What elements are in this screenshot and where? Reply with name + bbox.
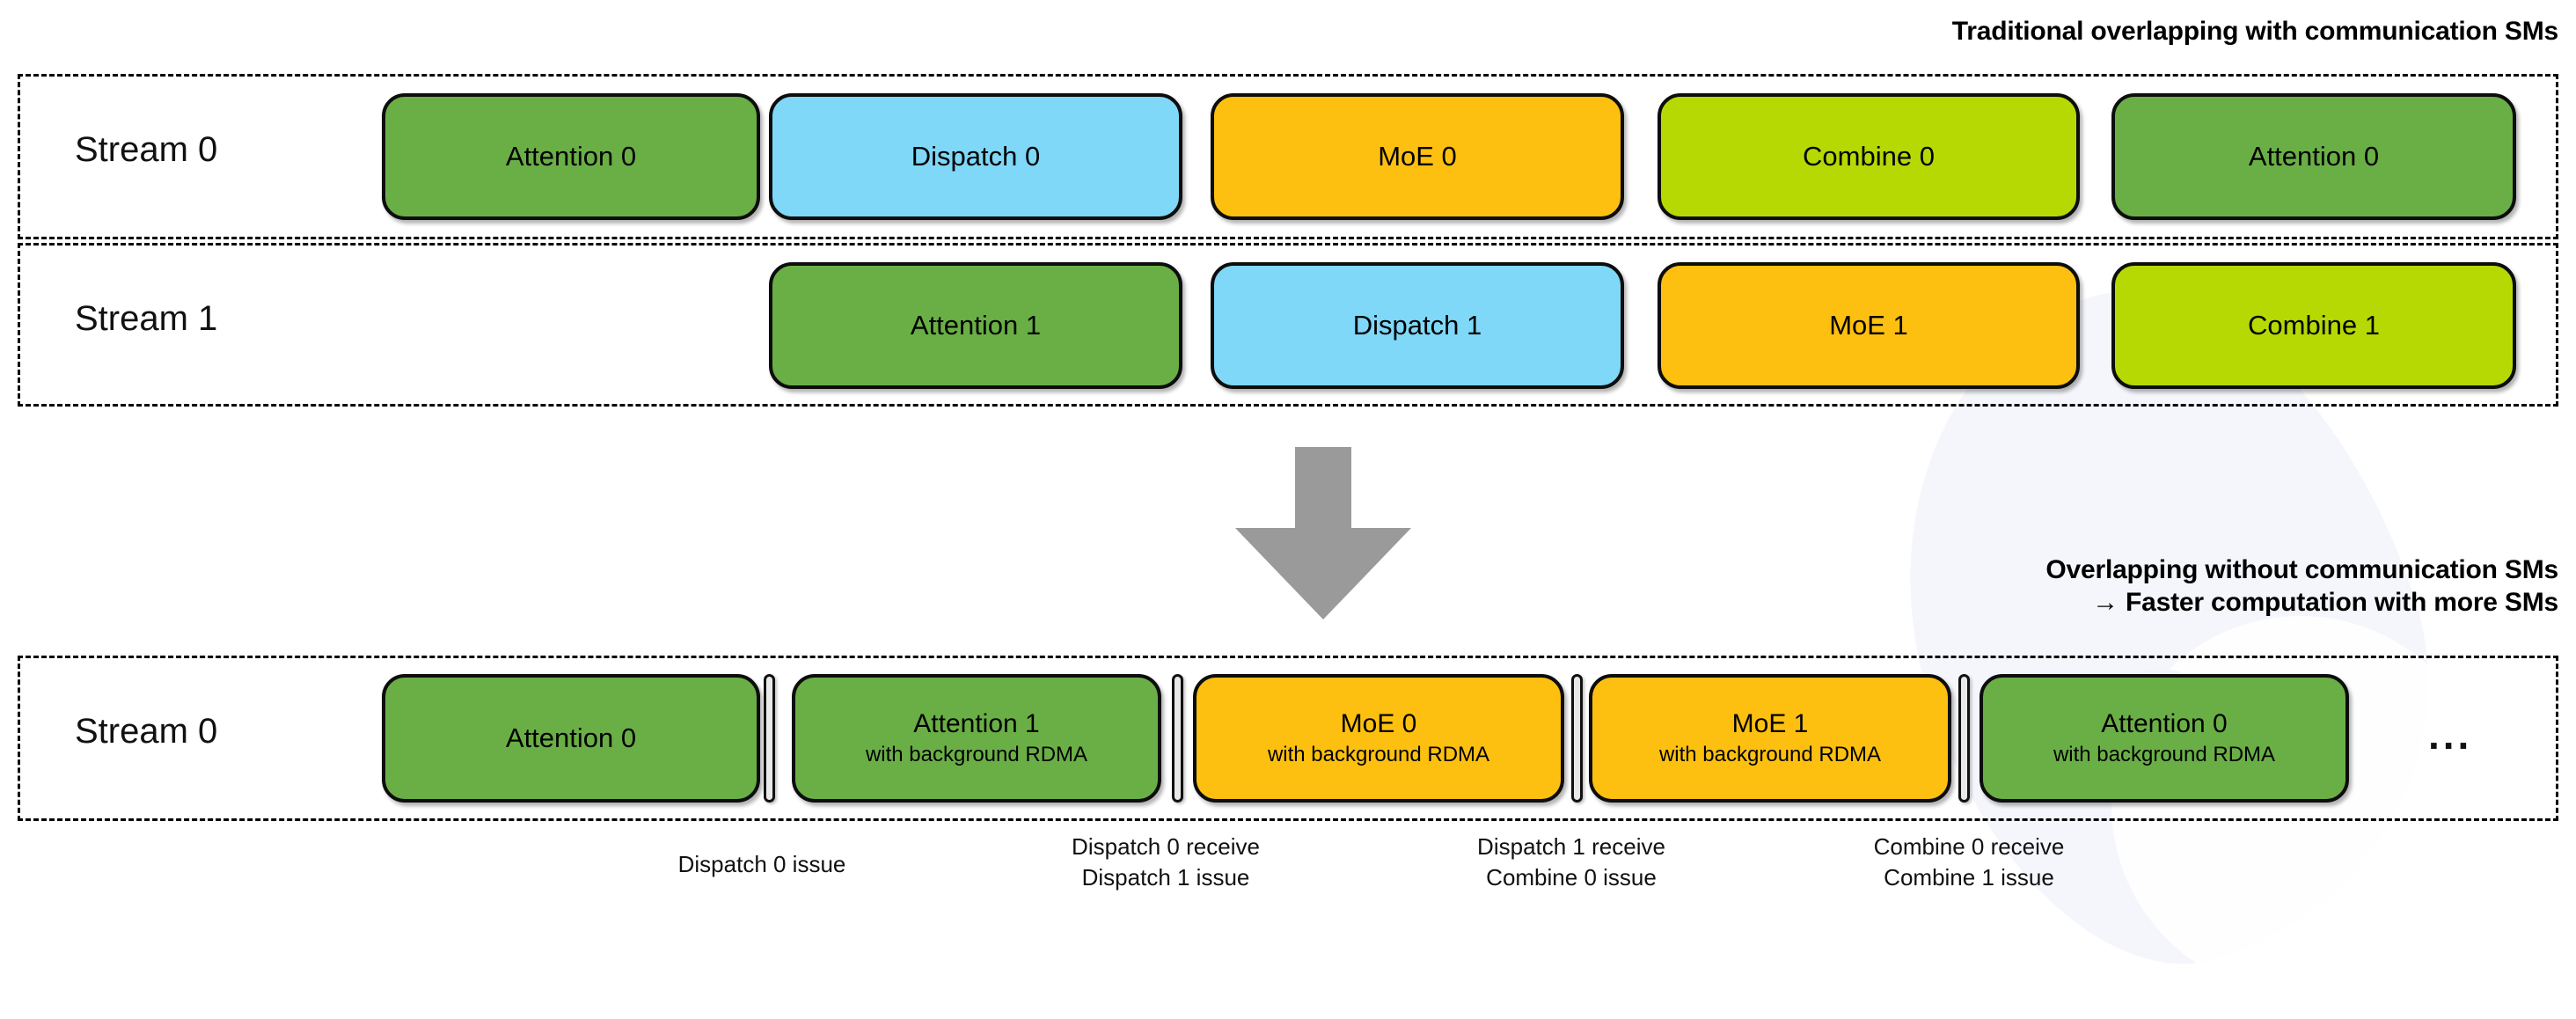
task-subtitle: with background RDMA: [1658, 743, 1882, 767]
task-box-traditional-stream0-1: Dispatch 0: [769, 93, 1182, 220]
task-title: MoE 1: [1731, 709, 1809, 739]
task-title: Attention 1: [910, 309, 1042, 341]
task-divider-3: [1958, 674, 1970, 803]
heading-traditional: Traditional overlapping with communicati…: [1951, 17, 2558, 46]
timeline-caption-0: Dispatch 0 issue: [677, 851, 846, 877]
timeline-caption-2: Dispatch 1 receive Combine 0 issue: [1477, 833, 1665, 891]
task-box-improved-stream0-2: MoE 0 with background RDMA: [1193, 674, 1564, 803]
task-title: Attention 0: [505, 140, 637, 172]
task-box-traditional-stream1-1: Dispatch 1: [1211, 262, 1624, 389]
stream-row-improved-0: [18, 656, 2558, 821]
task-title: MoE 0: [1340, 709, 1417, 739]
task-title: Attention 0: [505, 722, 637, 753]
stream-label-traditional-1: Stream 1: [75, 299, 218, 338]
task-box-traditional-stream1-0: Attention 1: [769, 262, 1182, 389]
task-box-traditional-stream1-3: Combine 1: [2111, 262, 2516, 389]
task-title: Combine 0: [1803, 140, 1935, 172]
stream-label-traditional-0: Stream 0: [75, 130, 218, 169]
task-box-traditional-stream1-2: MoE 1: [1658, 262, 2080, 389]
task-divider-2: [1571, 674, 1583, 803]
task-title: Attention 1: [913, 709, 1040, 739]
task-box-traditional-stream0-0: Attention 0: [382, 93, 760, 220]
task-title: Dispatch 1: [1352, 309, 1482, 341]
task-title: Dispatch 0: [911, 140, 1041, 172]
stream-label-improved-0: Stream 0: [75, 712, 218, 751]
task-title: MoE 1: [1829, 309, 1908, 341]
task-title: MoE 0: [1378, 140, 1457, 172]
task-box-improved-stream0-1: Attention 1 with background RDMA: [792, 674, 1161, 803]
timeline-caption-1: Dispatch 0 receive Dispatch 1 issue: [1072, 833, 1260, 891]
task-box-improved-stream0-0: Attention 0: [382, 674, 760, 803]
task-subtitle: with background RDMA: [2053, 743, 2276, 767]
task-box-traditional-stream0-3: Combine 0: [1658, 93, 2080, 220]
task-box-traditional-stream0-4: Attention 0: [2111, 93, 2516, 220]
task-title: Attention 0: [2101, 709, 2228, 739]
timeline-caption-3: Combine 0 receive Combine 1 issue: [1873, 833, 2065, 891]
ellipsis-continuation: ...: [2428, 712, 2473, 758]
task-title: Combine 1: [2248, 309, 2380, 341]
task-subtitle: with background RDMA: [865, 743, 1088, 767]
task-box-improved-stream0-3: MoE 1 with background RDMA: [1589, 674, 1951, 803]
task-box-improved-stream0-4: Attention 0 with background RDMA: [1980, 674, 2349, 803]
down-arrow-icon: [1235, 447, 1411, 619]
stream-row-traditional-1: [18, 243, 2558, 407]
task-divider-0: [764, 674, 775, 803]
task-box-traditional-stream0-2: MoE 0: [1211, 93, 1624, 220]
stream-row-traditional-0: [18, 74, 2558, 239]
task-subtitle: with background RDMA: [1267, 743, 1490, 767]
diagram-canvas: Traditional overlapping with communicati…: [18, 17, 2558, 1019]
task-title: Attention 0: [2248, 140, 2380, 172]
task-divider-1: [1172, 674, 1183, 803]
heading-improved: Overlapping without communication SMs → …: [2045, 555, 2558, 617]
